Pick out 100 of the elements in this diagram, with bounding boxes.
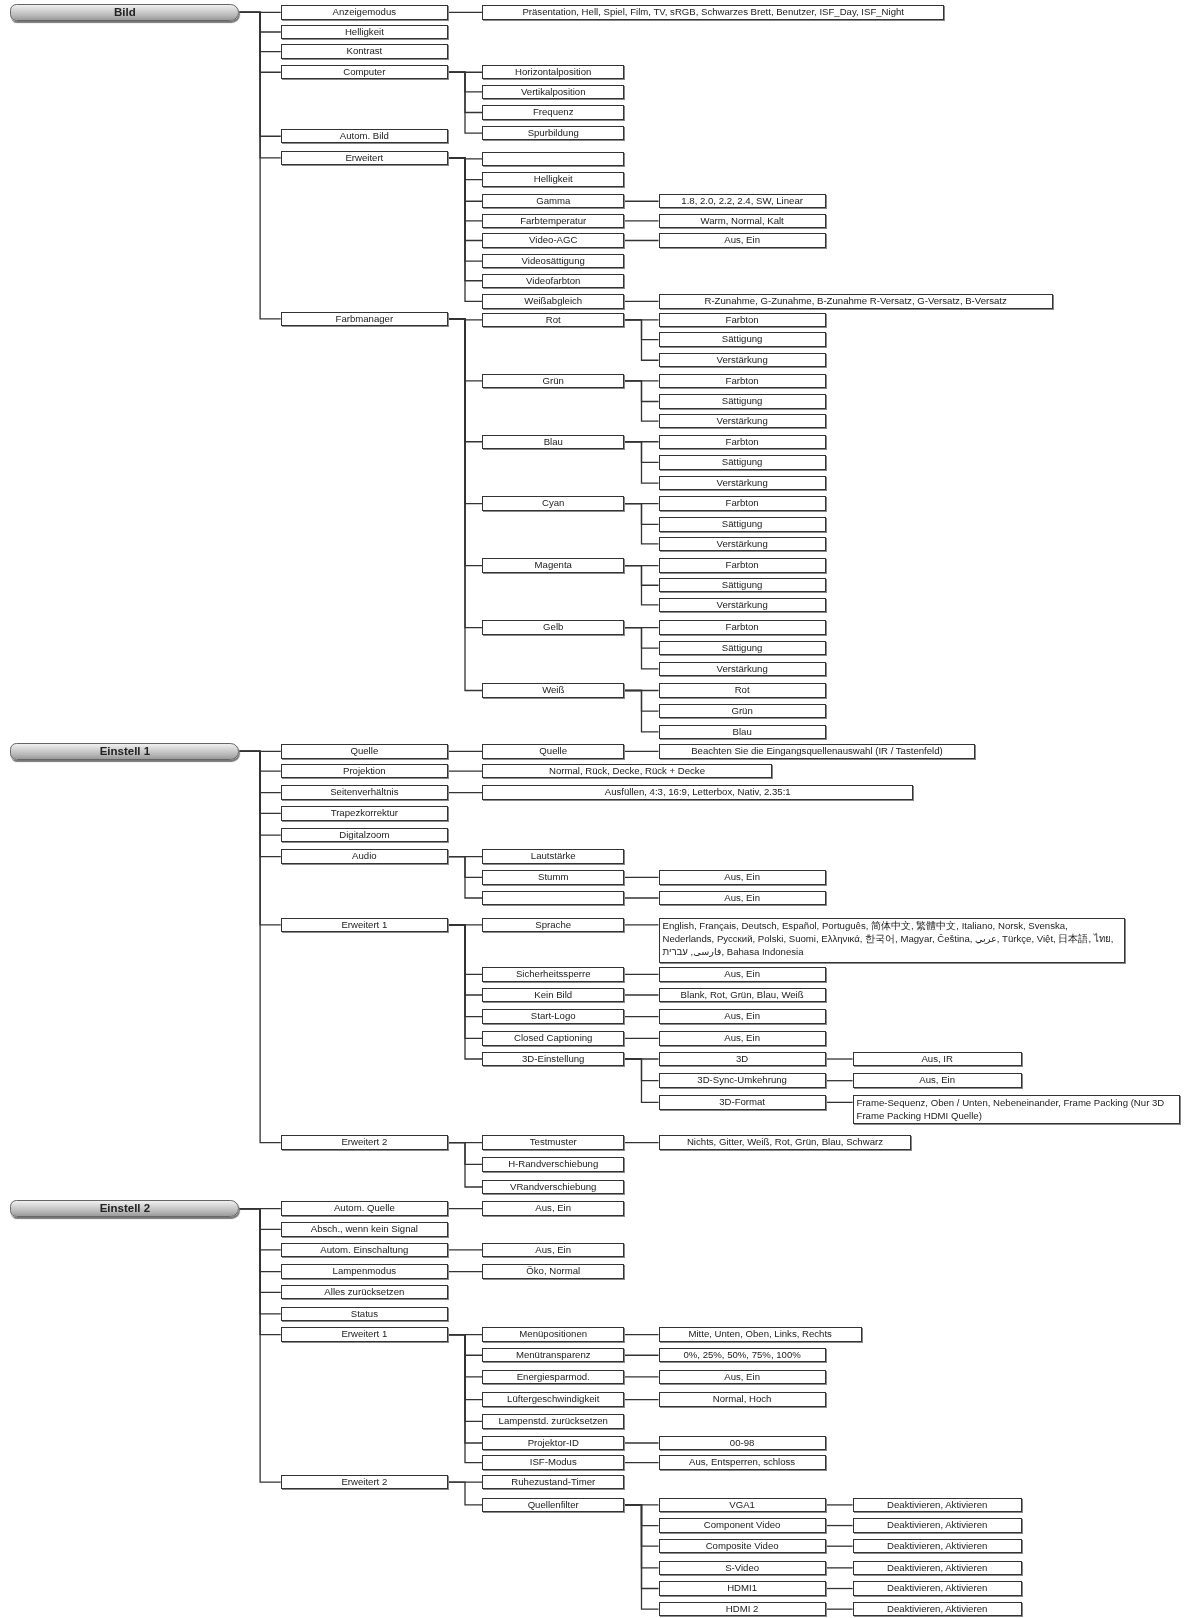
- menu-box: Autom. Einschaltung: [280, 1242, 448, 1258]
- menu-box: Verstärkung: [658, 536, 826, 552]
- menu-box: Frame-Sequenz, Oben / Unten, Nebeneinander, Frame Packing (Nur 3D Frame Packing HDMI Quelle): [852, 1095, 1180, 1124]
- connector-line: [623, 300, 660, 303]
- menu-box: Sprache: [482, 917, 625, 933]
- connector-line: [623, 897, 660, 899]
- menu-box: H-Randverschiebung: [482, 1157, 625, 1172]
- menu-box: 3D-Format: [658, 1095, 826, 1110]
- menu-box: 3D: [658, 1051, 826, 1067]
- menu-box: Kein Bild: [482, 987, 625, 1003]
- menu-box: Grün: [482, 373, 625, 389]
- menu-box: S-Video: [658, 1560, 826, 1576]
- menu-box: Ruhezustand-Timer: [482, 1474, 625, 1490]
- menu-box: Mitte, Unten, Oben, Links, Rechts: [658, 1327, 862, 1342]
- connector-line: [825, 1587, 854, 1590]
- connector-line: [623, 1399, 660, 1401]
- menu-box: Computer: [280, 65, 448, 80]
- menu-box: R-Zunahme, G-Zunahme, B-Zunahme R-Versatz, G-Versatz, B-Versatz: [658, 294, 1053, 309]
- menu-box: Aus, Entsperren, schloss: [658, 1455, 826, 1470]
- menu-box: Erweitert 1: [280, 917, 448, 933]
- menu-box: Aus, Ein: [658, 967, 826, 982]
- connector-line: [623, 689, 660, 733]
- menu-box: Aus, Ein: [482, 1201, 625, 1216]
- connector-line: [623, 750, 660, 753]
- connector-line: [447, 11, 483, 14]
- menu-box: Deaktivieren, Aktivieren: [852, 1581, 1022, 1596]
- menu-box: Normal, Rück, Decke, Rück + Decke: [482, 763, 773, 779]
- menu-box: Verstärkung: [658, 413, 826, 429]
- menu-box: Farbton: [658, 496, 826, 511]
- menu-box: VRandverschiebung: [482, 1179, 625, 1195]
- menu-box: Lüftergeschwindigkeit: [482, 1392, 625, 1407]
- menu-box: Seitenverhältnis: [280, 785, 448, 800]
- connector-line: [447, 1271, 483, 1273]
- menu-box: Sättigung: [658, 517, 826, 532]
- connector-line: [623, 1376, 660, 1378]
- connector-line: [623, 200, 660, 202]
- menu-box: Sicherheitssperre: [482, 967, 625, 982]
- menu-box: Deaktivieren, Aktivieren: [852, 1518, 1022, 1533]
- menu-tab: Bild: [10, 4, 240, 21]
- menu-box: Stumm: [482, 870, 625, 885]
- menu-box: Blau: [482, 434, 625, 449]
- menu-box: Helligkeit: [280, 24, 448, 40]
- menu-box: Kontrast: [280, 44, 448, 59]
- menu-box: Aus, Ein: [658, 890, 826, 906]
- menu-box: Video-AGC: [482, 233, 625, 248]
- menu-box: Farbton: [658, 434, 826, 449]
- menu-box: Testmuster: [482, 1135, 625, 1150]
- menu-box: 00-98: [658, 1435, 826, 1451]
- menu-box: Deaktivieren, Aktivieren: [852, 1560, 1022, 1576]
- menu-box: Lampenmodus: [280, 1264, 448, 1279]
- menu-box: Absch., wenn kein Signal: [280, 1222, 448, 1237]
- menu-box: Videofarbton: [482, 273, 625, 288]
- menu-box: VGA1: [658, 1497, 826, 1513]
- menu-box: Projektion: [280, 763, 448, 779]
- menu-box: Aus, Ein: [658, 870, 826, 885]
- menu-box: Magenta: [482, 558, 625, 573]
- menu-box: Frequenz: [482, 105, 625, 120]
- menu-box: Composite Video: [658, 1538, 826, 1554]
- menu-box: Verstärkung: [658, 597, 826, 613]
- empty-box: [482, 151, 625, 167]
- connector-line: [623, 876, 660, 878]
- menu-box: Ausfüllen, 4:3, 16:9, Letterbox, Nativ, 2.35:1: [482, 785, 914, 800]
- connector-line: [447, 1481, 483, 1506]
- menu-box: Sättigung: [658, 332, 826, 347]
- connector-line: [623, 1058, 660, 1103]
- menu-box: Trapezkorrektur: [280, 806, 448, 821]
- connector-line: [623, 1141, 660, 1144]
- menu-box: Erweitert 1: [280, 1327, 448, 1342]
- connector-line: [623, 973, 660, 975]
- menu-box: Farbton: [658, 558, 826, 573]
- menu-box: Closed Captioning: [482, 1031, 625, 1046]
- menu-box: Warm, Normal, Kalt: [658, 213, 826, 229]
- menu-box: Nichts, Gitter, Weiß, Rot, Grün, Blau, Schwarz: [658, 1135, 912, 1150]
- connector-line: [825, 1545, 854, 1547]
- menu-box: Aus, Ein: [852, 1073, 1022, 1088]
- menu-box: Beachten Sie die Eingangsquellenauswahl (IR / Tastenfeld): [658, 744, 976, 759]
- menu-box: 1.8, 2.0, 2.2, 2.4, SW, Linear: [658, 194, 826, 209]
- connector-line: [447, 1249, 483, 1251]
- menu-box: Verstärkung: [658, 661, 826, 677]
- menu-box: Alles zurücksetzen: [280, 1285, 448, 1300]
- menu-box: Quelle: [280, 744, 448, 759]
- menu-box: Aus, Ein: [658, 1009, 826, 1024]
- menu-box: HDMI1: [658, 1581, 826, 1596]
- menu-box: Deaktivieren, Aktivieren: [852, 1601, 1022, 1617]
- connector-line: [623, 994, 660, 996]
- menu-box: Weiß: [482, 683, 625, 698]
- menu-box: Farbton: [658, 620, 826, 635]
- menu-box: Videosättigung: [482, 253, 625, 269]
- menu-box: Rot: [482, 312, 625, 328]
- menu-box: Menütransparenz: [482, 1348, 625, 1363]
- empty-box: [482, 890, 625, 906]
- connector-line: [447, 1141, 483, 1188]
- menu-box: ISF-Modus: [482, 1455, 625, 1470]
- connector-line: [623, 1037, 660, 1039]
- connector-line: [238, 750, 282, 1144]
- menu-box: Energiesparmod.: [482, 1369, 625, 1385]
- menu-box: Präsentation, Hell, Spiel, Film, TV, sRGB, Schwarzes Brett, Benutzer, ISF_Day, ISF_Night: [482, 5, 945, 20]
- menu-box: Erweitert: [280, 150, 448, 166]
- menu-box: Öko, Normal: [482, 1264, 625, 1279]
- connector-line: [623, 380, 660, 422]
